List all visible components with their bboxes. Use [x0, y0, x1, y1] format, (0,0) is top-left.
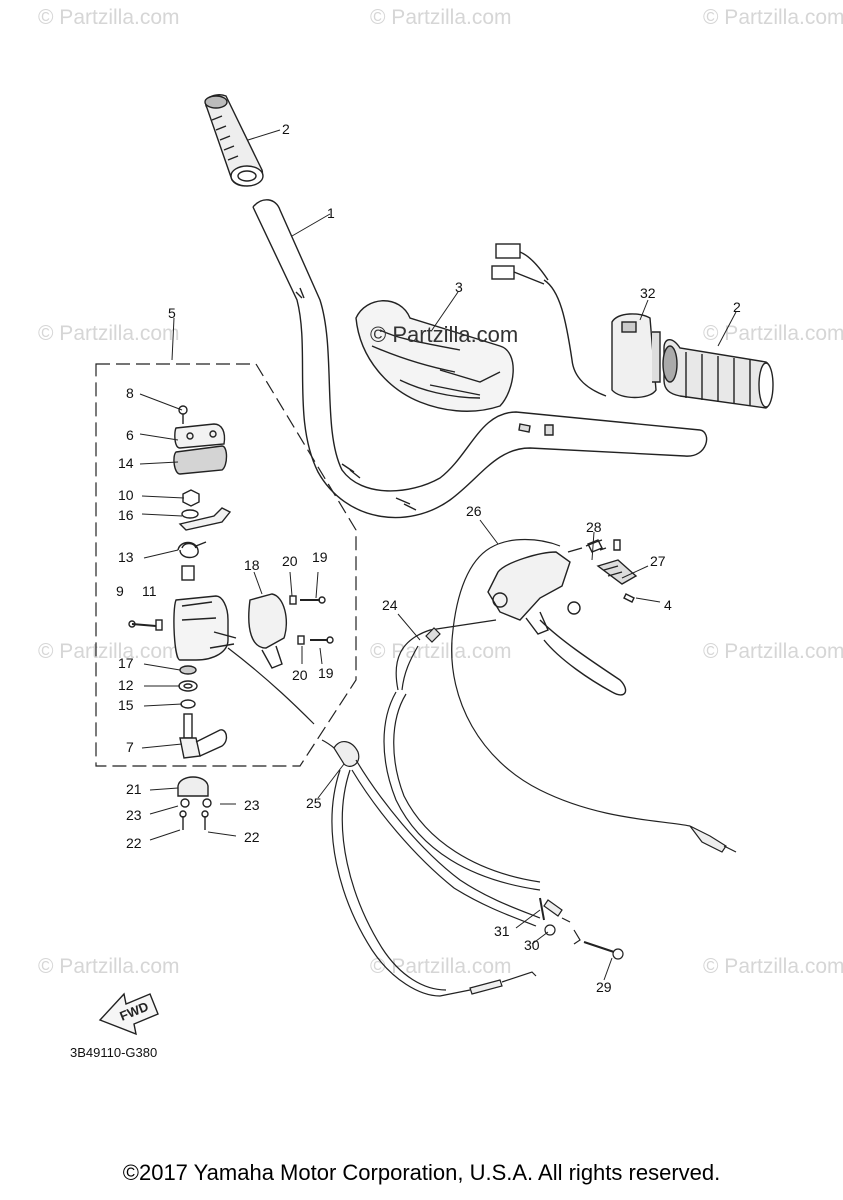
watermark: © Partzilla.com: [38, 322, 180, 345]
callout-2: 2: [733, 299, 741, 315]
callout-11: 11: [142, 583, 157, 599]
cables: [227, 538, 737, 997]
callout-23: 23: [126, 807, 142, 823]
callout-19: 19: [312, 549, 328, 565]
callout-5: 5: [168, 305, 176, 321]
fwd-arrow-icon: FWD: [98, 992, 159, 1036]
callout-18: 18: [244, 557, 260, 573]
leader-lines: [139, 129, 737, 981]
callout-17: 17: [118, 655, 134, 671]
callout-7: 7: [126, 739, 134, 755]
callout-19: 19: [318, 665, 334, 681]
callout-4: 4: [664, 597, 672, 613]
callout-1: 1: [327, 205, 335, 221]
watermark: © Partzilla.com: [370, 955, 512, 978]
callout-23: 23: [244, 797, 260, 813]
callout-28: 28: [586, 519, 602, 535]
handlebar-pad: [355, 300, 514, 412]
callout-8: 8: [126, 385, 134, 401]
assembly-enclosure: [95, 363, 357, 767]
callout-22: 22: [126, 835, 142, 851]
callout-30: 30: [524, 937, 540, 953]
left-control-parts: [128, 405, 334, 830]
right-switch-housing: [611, 313, 661, 399]
callout-numbers: 1 2 2 3 4 5 6 7 8 9 10 11 12 13 14 15 16…: [116, 121, 741, 995]
handlebar: [252, 199, 708, 519]
diagram-code: 3B49110-G380: [70, 1045, 158, 1060]
callout-2: 2: [282, 121, 290, 137]
callout-22: 22: [244, 829, 260, 845]
callout-14: 14: [118, 455, 134, 471]
watermark: © Partzilla.com: [38, 955, 180, 978]
callout-20: 20: [292, 667, 308, 683]
right-grip: [662, 339, 774, 409]
watermark: © Partzilla.com: [703, 640, 843, 663]
callout-29: 29: [596, 979, 612, 995]
callout-3: 3: [455, 279, 463, 295]
callout-25: 25: [306, 795, 322, 811]
brake-master-cylinder: [487, 539, 638, 696]
left-grip: [204, 94, 264, 187]
callout-16: 16: [118, 507, 134, 523]
callout-21: 21: [126, 781, 142, 797]
callout-24: 24: [382, 597, 398, 613]
callout-32: 32: [640, 285, 656, 301]
callout-15: 15: [118, 697, 134, 713]
callout-20: 20: [282, 553, 298, 569]
switch-wiring: [491, 243, 607, 397]
watermark: © Partzilla.com: [703, 6, 843, 29]
watermark: © Partzilla.com: [370, 6, 512, 29]
callout-10: 10: [118, 487, 134, 503]
copyright-text: ©2017 Yamaha Motor Corporation, U.S.A. A…: [122, 1160, 721, 1185]
callout-27: 27: [650, 553, 666, 569]
callout-26: 26: [466, 503, 482, 519]
watermark: © Partzilla.com: [703, 322, 843, 345]
watermark: © Partzilla.com: [38, 6, 180, 29]
callout-9: 9: [116, 583, 124, 599]
callout-6: 6: [126, 427, 134, 443]
callout-13: 13: [118, 549, 134, 565]
callout-31: 31: [494, 923, 510, 939]
watermark: © Partzilla.com: [38, 640, 180, 663]
callout-12: 12: [118, 677, 134, 693]
center-watermark: © Partzilla.com: [370, 322, 519, 347]
watermark: © Partzilla.com: [703, 955, 843, 978]
